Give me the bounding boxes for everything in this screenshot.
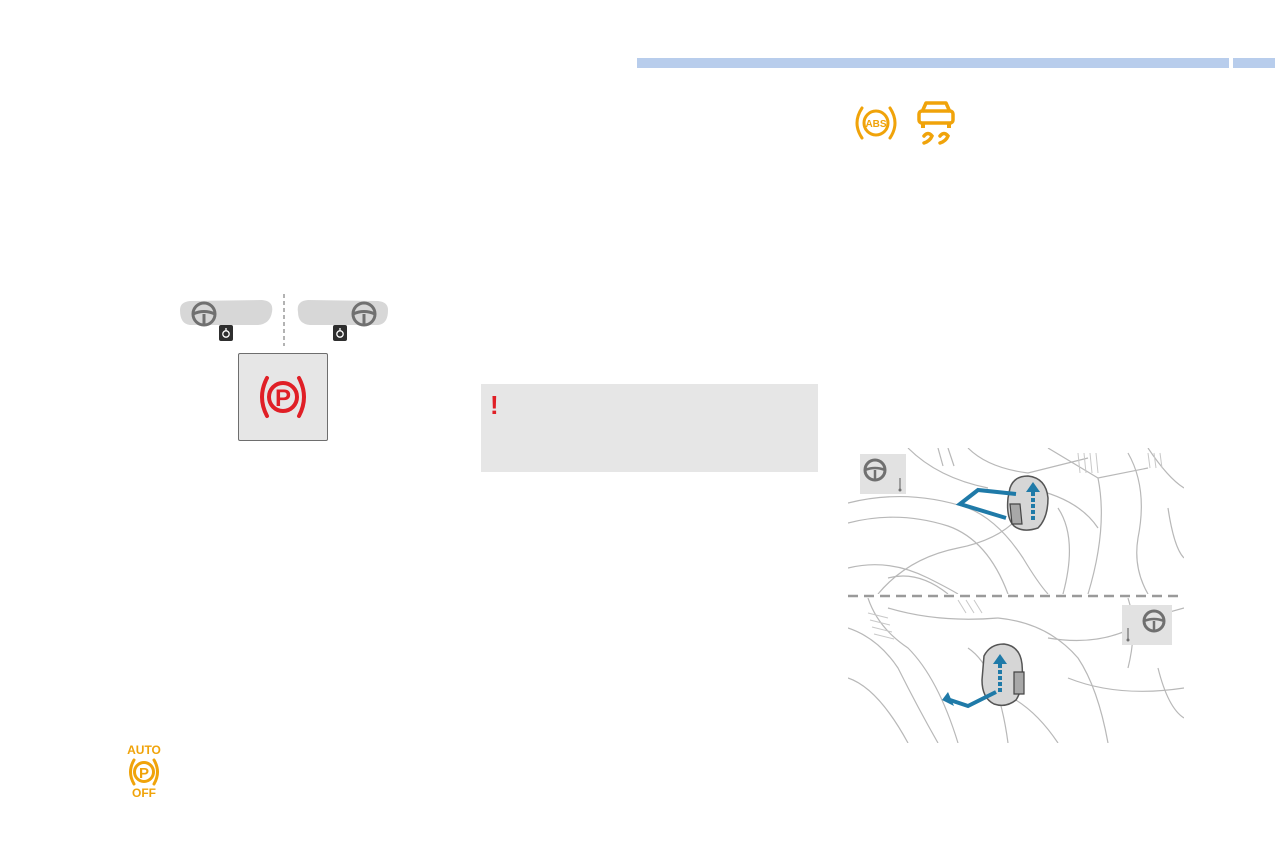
drive-position-diagram xyxy=(180,294,388,346)
lhd-indicator-icon xyxy=(860,454,906,494)
warning-exclamation-mark: ! xyxy=(490,390,499,420)
section-header-bar-divider xyxy=(1229,58,1233,68)
section-header-bar xyxy=(637,58,1275,68)
auto-park-center-label: P xyxy=(139,765,149,782)
parking-switch-location-icon xyxy=(219,325,233,341)
warning-note-box: ! xyxy=(481,384,818,472)
right-hand-drive-dashboard xyxy=(297,300,388,341)
rhd-indicator-icon xyxy=(1122,605,1172,645)
push-arrow xyxy=(955,487,1017,520)
abs-warning-icon: ABS xyxy=(855,106,897,140)
push-arrow xyxy=(949,690,997,709)
parking-brake-warning-icon: P xyxy=(238,353,328,441)
gear-selector-knob xyxy=(1006,475,1049,531)
left-hand-drive-console-view xyxy=(848,448,1184,594)
parking-switch-location-icon xyxy=(333,325,347,341)
off-label: OFF xyxy=(132,786,156,800)
gear-selector-knob xyxy=(981,643,1025,707)
steering-wheel-icon xyxy=(351,301,377,327)
auto-label: AUTO xyxy=(127,743,161,757)
right-hand-drive-console-view xyxy=(848,598,1184,743)
auto-parking-brake-off-icon: AUTO P OFF xyxy=(118,744,170,800)
gear-selector-console-illustration xyxy=(848,448,1184,743)
parking-brake-icon-label: P xyxy=(275,385,291,412)
steering-wheel-icon xyxy=(191,301,217,327)
left-hand-drive-dashboard xyxy=(180,300,273,341)
abs-icon-label: ABS xyxy=(865,119,886,130)
stability-control-warning-icon xyxy=(917,101,955,145)
